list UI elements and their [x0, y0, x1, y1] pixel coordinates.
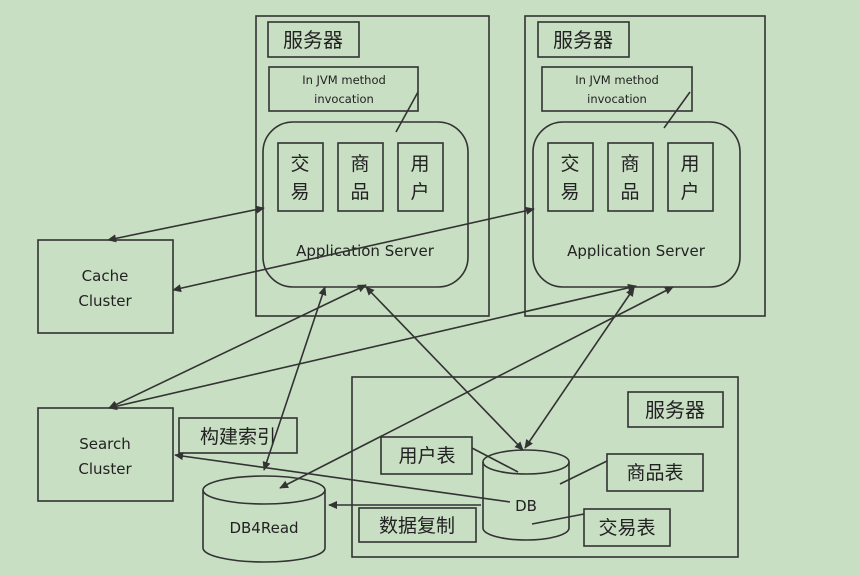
arrow-cache-to-app-server-1 — [107, 205, 265, 243]
cache-cluster-label-line1: Cache — [82, 267, 129, 285]
product-table-label: 商品表 — [626, 462, 683, 484]
server-1-module-product-top: 商 — [350, 153, 369, 175]
arrow-app-server-1-to-db — [365, 286, 524, 451]
build-index-label: 构建索引 — [200, 426, 276, 448]
arrow-db4read-to-app-server-1 — [262, 286, 327, 471]
server-1-module-product-bottom: 品 — [350, 181, 369, 203]
server-2-app-server-label: Application Server — [567, 242, 706, 260]
cache-cluster: Cache Cluster — [37, 239, 174, 334]
server-2: 服务器 In JVM method invocation 交 易 商 品 用 户… — [524, 15, 766, 317]
server-1-jvm-note-line1: In JVM method — [302, 73, 386, 87]
arrow-app-server-2-to-db — [524, 287, 635, 449]
db4read-top — [202, 475, 326, 505]
server-2-app-server-frame — [532, 121, 741, 288]
trade-table-connector — [531, 513, 585, 525]
server-3-title: 服务器 — [645, 398, 705, 422]
server-2-module-user-top: 用 — [680, 153, 699, 175]
server-2-module-trade-bottom: 易 — [560, 181, 579, 203]
server-2-module-product-top: 商 — [620, 153, 639, 175]
server-1-title: 服务器 — [283, 28, 343, 52]
server-2-module-trade — [547, 142, 594, 212]
server-1-module-trade-top: 交 — [290, 153, 309, 175]
trade-table-label: 交易表 — [598, 517, 655, 539]
server-2-jvm-note-line1: In JVM method — [575, 73, 659, 87]
server-1-module-trade-bottom: 易 — [290, 181, 309, 203]
db-top — [482, 449, 570, 475]
server-2-module-trade-top: 交 — [560, 153, 579, 175]
search-cluster-box — [37, 407, 174, 502]
data-replication-box — [358, 507, 477, 543]
server-2-title: 服务器 — [553, 28, 613, 52]
server-1-jvm-note-box — [268, 66, 419, 112]
server-2-module-product-bottom: 品 — [620, 181, 639, 203]
user-table-label: 用户表 — [398, 445, 455, 467]
db4read-label: DB4Read — [229, 519, 298, 537]
cache-cluster-label-line2: Cluster — [78, 292, 132, 310]
server-2-jvm-note-line2: invocation — [587, 92, 647, 106]
arrow-cache-to-app-server-2 — [172, 206, 535, 293]
db4read-cylinder: DB4Read — [202, 475, 326, 563]
search-cluster-label-line2: Cluster — [78, 460, 132, 478]
server-1-title-box — [267, 21, 360, 58]
server-2-module-product — [607, 142, 654, 212]
server-2-module-user-bottom: 户 — [680, 181, 699, 203]
db-label: DB — [515, 497, 537, 515]
db-body — [482, 462, 570, 541]
server-1-module-user-top: 用 — [410, 153, 429, 175]
server-1-jvm-note-connector — [395, 91, 419, 133]
arrow-search-to-app-server-1 — [108, 284, 367, 409]
user-table-connector — [471, 447, 519, 473]
db4read-body — [202, 490, 326, 563]
search-cluster-label-line1: Search — [79, 435, 131, 453]
server-2-module-user — [667, 142, 714, 212]
server-1: 服务器 In JVM method invocation 交 易 商 品 用 户… — [255, 15, 490, 317]
data-replication-label: 数据复制 — [379, 515, 455, 537]
server-1-jvm-note-line2: invocation — [314, 92, 374, 106]
search-cluster: Search Cluster — [37, 407, 174, 502]
cache-cluster-box — [37, 239, 174, 334]
product-table-connector — [559, 460, 608, 485]
db-cylinder: DB — [482, 449, 570, 541]
server-2-title-box — [537, 21, 630, 58]
server-2-jvm-note-box — [541, 66, 693, 112]
trade-table-box — [583, 508, 671, 547]
server-1-module-user-bottom: 户 — [410, 181, 429, 203]
